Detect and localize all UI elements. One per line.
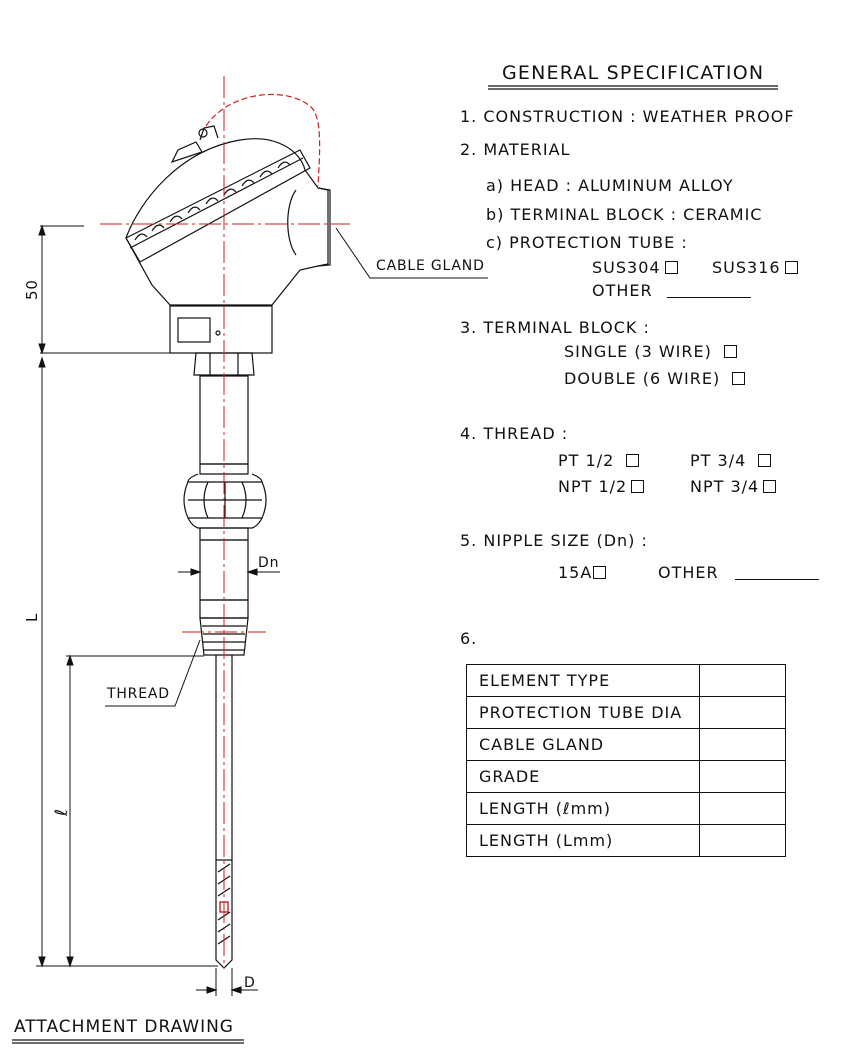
option-npt12-label: NPT 1/2 [558,477,628,496]
table-cell-label: ELEMENT TYPE [466,664,700,697]
other-nipple-blank[interactable] [734,579,819,580]
table-row: LENGTH (Lmm) [466,824,786,857]
option-npt34: NPT 3/4 [690,477,777,496]
table-cell-value[interactable] [699,728,786,761]
table-cell-value[interactable] [699,696,786,729]
table-row: LENGTH (ℓmm) [466,792,786,825]
spec-nipple-size: 5. NIPPLE SIZE (Dn) : [460,531,648,550]
option-pt34-label: PT 3/4 [690,451,747,470]
cable-gland-label: CABLE GLAND [376,258,485,274]
spec-construction: 1. CONSTRUCTION : WEATHER PROOF [460,107,795,126]
d-label: D [244,975,256,991]
thread-label: THREAD [107,686,170,702]
option-pt34: PT 3/4 [690,451,772,470]
table-cell-label: PROTECTION TUBE DIA [466,696,700,729]
checkbox-sus316[interactable] [784,261,798,274]
option-double-label: DOUBLE (6 WIRE) [564,369,721,388]
option-other-nipple: OTHER [658,563,819,582]
other-material-blank[interactable] [666,297,751,298]
cable-gland-boss [317,187,331,267]
wire-loop [205,93,321,187]
option-single-label: SINGLE (3 WIRE) [564,342,712,361]
spec-terminal-block: 3. TERMINAL BLOCK : [460,318,650,337]
checkbox-single[interactable] [723,345,737,358]
top-nut [193,352,255,376]
table-cell-label: LENGTH (ℓmm) [466,792,700,825]
spec-material: 2. MATERIAL [460,140,571,159]
dim-50-label: 50 [23,279,41,300]
spec-head: a) HEAD : ALUMINUM ALLOY [486,176,734,195]
option-double: DOUBLE (6 WIRE) [564,369,746,388]
option-pt12: PT 1/2 [558,451,640,470]
lid-boss [170,141,203,164]
option-sus316-label: SUS316 [712,258,781,277]
table-cell-value[interactable] [699,664,786,697]
table-row: ELEMENT TYPE [466,664,786,697]
option-other-label: OTHER [592,281,653,300]
table-cell-value[interactable] [699,824,786,857]
option-sus316: SUS316 [712,258,798,277]
table-cell-label: CABLE GLAND [466,728,700,761]
dn-label: Dn [258,555,280,571]
checkbox-sus304[interactable] [664,261,678,274]
table-row: GRADE [466,760,786,793]
spec-terminal-block-material: b) TERMINAL BLOCK : CERAMIC [486,205,763,224]
table-cell-label: GRADE [466,760,700,793]
spec-protection-tube: c) PROTECTION TUBE : [486,233,688,252]
dim-l-label: ℓ [52,808,72,816]
spec-thread: 4. THREAD : [460,424,569,443]
option-other-nipple-label: OTHER [658,563,719,582]
head-body [125,138,329,306]
spec-title: GENERAL SPECIFICATION [502,62,765,84]
table-cell-value[interactable] [699,760,786,793]
checkbox-15a[interactable] [593,566,607,579]
option-15a: 15A [558,563,607,582]
checkbox-double[interactable] [732,372,746,385]
checkbox-npt12[interactable] [631,480,645,493]
spec-table: ELEMENT TYPE PROTECTION TUBE DIA CABLE G… [466,664,786,857]
thread-section [199,617,249,656]
head-neck [169,305,273,354]
option-single: SINGLE (3 WIRE) [564,342,737,361]
option-15a-label: 15A [558,563,593,582]
option-pt12-label: PT 1/2 [558,451,615,470]
attachment-drawing-label: ATTACHMENT DRAWING [14,1017,234,1037]
checkbox-pt12[interactable] [626,454,640,467]
table-row: PROTECTION TUBE DIA [466,696,786,729]
table-row: CABLE GLAND [466,728,786,761]
dim-L-label: L [23,612,41,622]
option-sus304: SUS304 [592,258,678,277]
option-npt12: NPT 1/2 [558,477,645,496]
table-cell-value[interactable] [699,792,786,825]
checkbox-pt34[interactable] [758,454,772,467]
head-rib-band [125,149,311,263]
option-npt34-label: NPT 3/4 [690,477,760,496]
spec-item-6: 6. [460,629,478,648]
checkbox-npt34[interactable] [763,480,777,493]
option-other-material: OTHER [592,281,751,300]
table-cell-label: LENGTH (Lmm) [466,824,700,857]
option-sus304-label: SUS304 [592,258,661,277]
